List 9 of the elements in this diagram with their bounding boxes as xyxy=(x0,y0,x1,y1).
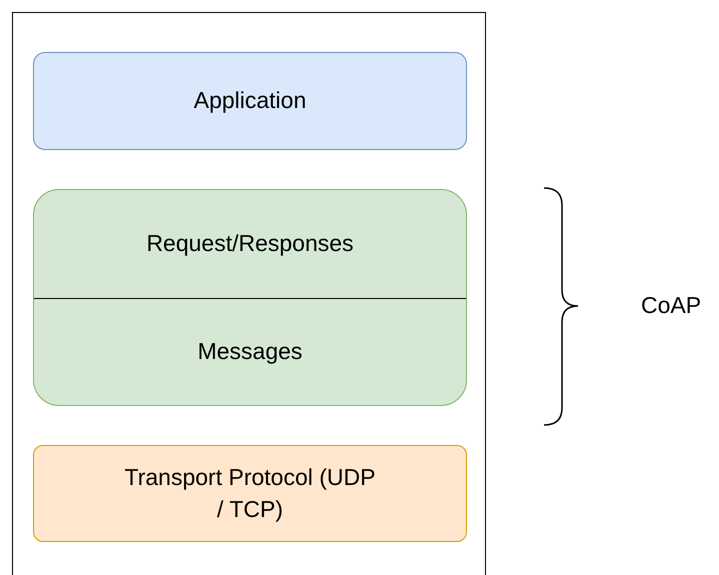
layer-label: Transport Protocol (UDP / TCP) xyxy=(124,463,376,524)
layer-label: Application xyxy=(194,86,306,116)
application-layer-box xyxy=(33,52,467,150)
coap-layer-box xyxy=(33,189,467,406)
transport-layer-box xyxy=(33,445,467,542)
layer-label: Messages xyxy=(198,336,302,366)
brace-label: CoAP xyxy=(641,292,702,319)
layer-label: Request/Responses xyxy=(146,229,354,258)
outer-frame xyxy=(12,12,486,575)
